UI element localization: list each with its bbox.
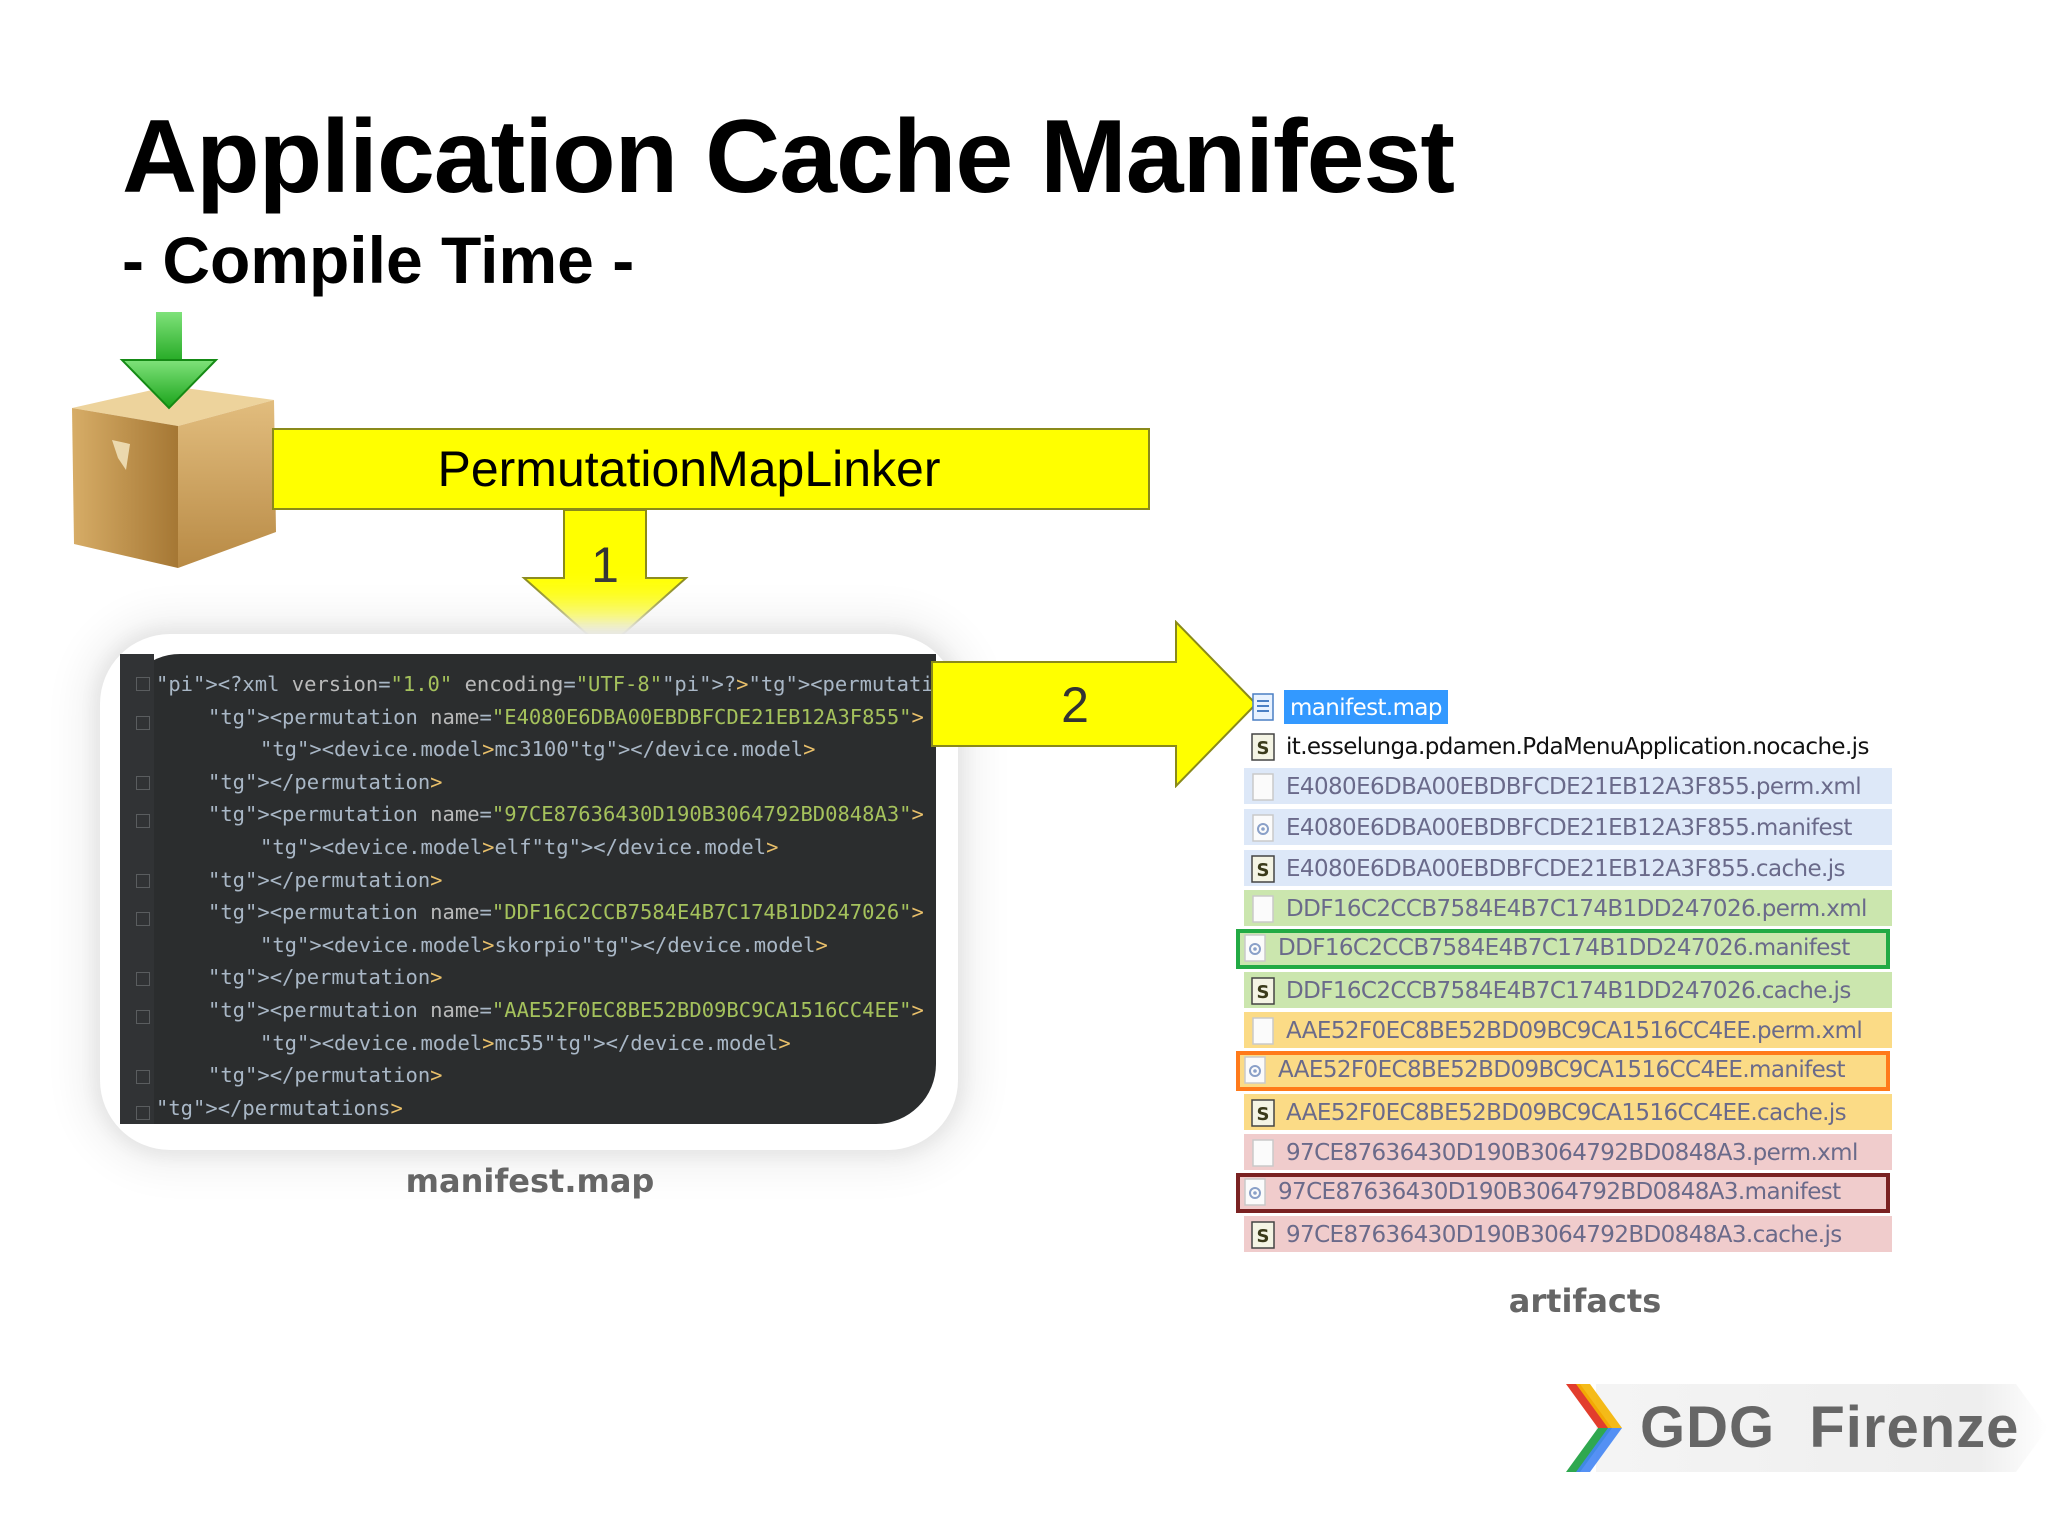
file-row[interactable]: manifest.map: [1244, 688, 1892, 724]
file-row[interactable]: S E4080E6DBA00EBDBFCDE21EB12A3F855.cache.…: [1244, 850, 1892, 886]
file-name: AAE52F0EC8BE52BD09BC9CA1516CC4EE.cache.j…: [1286, 1100, 1847, 1126]
code-line: "tg"></permutation>: [208, 769, 443, 794]
gdg-logo-text: GDG Firenze: [1640, 1395, 2020, 1460]
code-gutter: [120, 654, 154, 1124]
script-file-icon: S: [1250, 977, 1276, 1005]
svg-text:S: S: [1257, 982, 1270, 1003]
svg-text:S: S: [1257, 860, 1270, 881]
fold-marker-icon: [136, 776, 150, 790]
fold-marker-icon: [136, 677, 150, 691]
file-row[interactable]: S DDF16C2CCB7584E4B7C174B1DD247026.cache.…: [1244, 972, 1892, 1008]
file-name: AAE52F0EC8BE52BD09BC9CA1516CC4EE.manifes…: [1278, 1057, 1846, 1083]
fold-marker-icon: [136, 716, 150, 730]
xml-file-icon: [1250, 895, 1276, 923]
file-row[interactable]: 97CE87636430D190B3064792BD0848A3.manifes…: [1236, 1173, 1890, 1213]
fold-marker-icon: [136, 814, 150, 828]
manifest-file-icon: [1242, 934, 1268, 962]
file-row[interactable]: E4080E6DBA00EBDBFCDE21EB12A3F855.perm.xm…: [1244, 768, 1892, 804]
file-name: 97CE87636430D190B3064792BD0848A3.cache.j…: [1286, 1222, 1842, 1248]
code-line: "tg"><permutation name="AAE52F0EC8BE52BD…: [208, 998, 924, 1022]
code-line: "tg"><device.model>skorpio"tg"></device.…: [260, 932, 828, 957]
step-1-label: 1: [591, 537, 619, 593]
file-name: 97CE87636430D190B3064792BD0848A3.manifes…: [1278, 1179, 1841, 1205]
fold-marker-icon: [136, 1070, 150, 1084]
code-line: "tg"><device.model>mc55"tg"></device.mod…: [260, 1030, 791, 1055]
file-row[interactable]: AAE52F0EC8BE52BD09BC9CA1516CC4EE.manifes…: [1236, 1051, 1890, 1091]
code-caption: manifest.map: [405, 1162, 655, 1200]
linker-label: PermutationMapLinker: [437, 441, 941, 497]
manifest-file-icon: [1242, 1178, 1268, 1206]
file-row[interactable]: S AAE52F0EC8BE52BD09BC9CA1516CC4EE.cache.…: [1244, 1094, 1892, 1130]
step-1-arrow: [521, 509, 689, 652]
file-row[interactable]: AAE52F0EC8BE52BD09BC9CA1516CC4EE.perm.xm…: [1244, 1012, 1892, 1048]
code-line: "tg"></permutations>: [156, 1095, 403, 1120]
code-line: "tg"><permutation name="97CE87636430D190…: [208, 802, 924, 827]
script-file-icon: S: [1250, 1221, 1276, 1249]
fold-marker-icon: [136, 1106, 150, 1120]
code-line: "tg"><permutation name="DDF16C2CCB7584E4…: [208, 900, 924, 925]
file-name: AAE52F0EC8BE52BD09BC9CA1516CC4EE.perm.xm…: [1286, 1018, 1863, 1044]
artifacts-caption: artifacts: [1508, 1282, 1662, 1320]
code-line: "tg"></permutation>: [208, 867, 443, 892]
package-box-icon: [72, 312, 276, 568]
file-name: DDF16C2CCB7584E4B7C174B1DD247026.perm.xm…: [1286, 896, 1867, 922]
file-name: it.esselunga.pdamen.PdaMenuApplication.n…: [1286, 734, 1869, 760]
fold-marker-icon: [136, 874, 150, 888]
file-name: 97CE87636430D190B3064792BD0848A3.perm.xm…: [1286, 1140, 1858, 1166]
file-row[interactable]: DDF16C2CCB7584E4B7C174B1DD247026.perm.xm…: [1244, 890, 1892, 926]
file-name: DDF16C2CCB7584E4B7C174B1DD247026.manifes…: [1278, 935, 1850, 961]
code-line: "tg"><permutation name="E4080E6DBA00EBDB…: [208, 704, 924, 729]
code-line: "pi"><?xml version="1.0" encoding="UTF-8…: [156, 672, 983, 696]
file-name: E4080E6DBA00EBDBFCDE21EB12A3F855.perm.xm…: [1286, 774, 1862, 800]
file-name: E4080E6DBA00EBDBFCDE21EB12A3F855.cache.j…: [1286, 856, 1846, 882]
script-file-icon: S: [1250, 733, 1276, 761]
code-panel: [120, 654, 936, 1124]
file-name: DDF16C2CCB7584E4B7C174B1DD247026.cache.j…: [1286, 978, 1851, 1004]
file-name: manifest.map: [1284, 690, 1448, 724]
step-2-label: 2: [1061, 677, 1089, 733]
fold-marker-icon: [136, 912, 150, 926]
file-row[interactable]: E4080E6DBA00EBDBFCDE21EB12A3F855.manifes…: [1244, 809, 1892, 845]
script-file-icon: S: [1250, 1099, 1276, 1127]
xml-file-icon: [1250, 1017, 1276, 1045]
linker-bar: [272, 428, 1150, 510]
xml-file-icon: [1250, 773, 1276, 801]
manifest-file-icon: [1242, 1056, 1268, 1084]
xml-file-icon: [1250, 1139, 1276, 1167]
map-file-icon: [1250, 693, 1276, 721]
script-file-icon: S: [1250, 855, 1276, 883]
code-line: "tg"><device.model>mc3100"tg"></device.m…: [260, 737, 816, 762]
svg-text:S: S: [1257, 738, 1270, 759]
file-row[interactable]: DDF16C2CCB7584E4B7C174B1DD247026.manifes…: [1236, 929, 1890, 969]
gdg-logo: [1566, 1384, 2048, 1472]
svg-text:S: S: [1257, 1226, 1270, 1247]
fold-marker-icon: [136, 1010, 150, 1024]
file-name: E4080E6DBA00EBDBFCDE21EB12A3F855.manifes…: [1286, 815, 1852, 841]
code-line: "tg"></permutation>: [208, 1063, 443, 1088]
fold-marker-icon: [136, 972, 150, 986]
slide-title: Application Cache Manifest: [122, 99, 1455, 215]
code-line: "tg"><device.model>elf"tg"></device.mode…: [260, 835, 779, 859]
manifest-file-icon: [1250, 814, 1276, 842]
file-row[interactable]: S 97CE87636430D190B3064792BD0848A3.cache.…: [1244, 1216, 1892, 1252]
file-row[interactable]: 97CE87636430D190B3064792BD0848A3.perm.xm…: [1244, 1134, 1892, 1170]
svg-text:S: S: [1257, 1104, 1270, 1125]
slide-subtitle: - Compile Time -: [122, 223, 635, 297]
code-line: "tg"></permutation>: [208, 965, 443, 990]
step-2-arrow: [931, 620, 1258, 788]
